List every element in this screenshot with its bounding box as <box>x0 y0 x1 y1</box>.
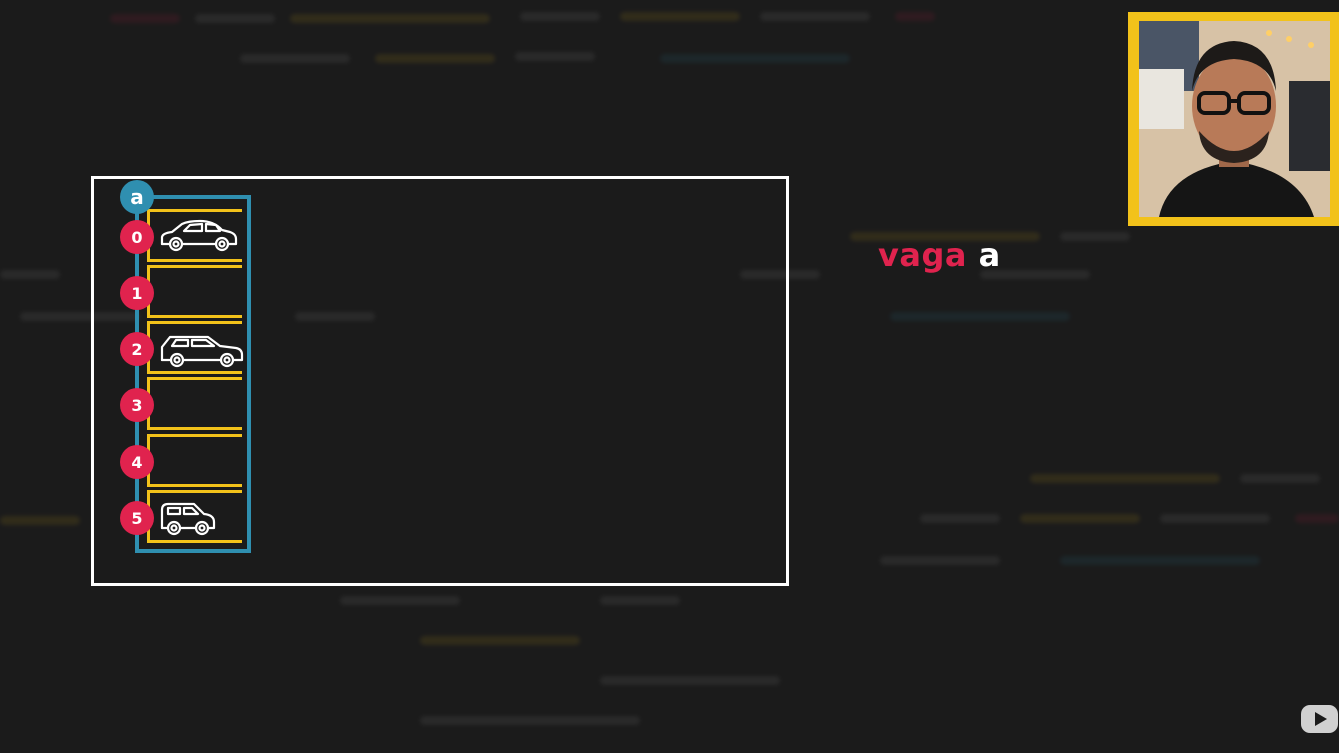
index-badge-0: 0 <box>120 220 154 254</box>
hatchback-car-icon <box>160 502 216 536</box>
caption-variable: a <box>978 236 1001 274</box>
array-container <box>135 195 251 553</box>
array-name-badge: a <box>120 180 154 214</box>
index-badge-3: 3 <box>120 388 154 422</box>
presenter-silhouette <box>1139 21 1330 217</box>
parking-slot <box>147 434 242 487</box>
sedan-car-icon <box>160 219 238 252</box>
index-badge-2: 2 <box>120 332 154 366</box>
index-badge-5: 5 <box>120 501 154 535</box>
parking-slot <box>147 265 242 318</box>
index-badge-1: 1 <box>120 276 154 310</box>
webcam-overlay <box>1128 12 1339 226</box>
parking-slot <box>147 377 242 430</box>
diagram-frame <box>91 176 789 586</box>
youtube-logo-icon <box>1301 705 1338 733</box>
caption: vaga a <box>878 236 1001 274</box>
caption-keyword: vaga <box>878 236 967 274</box>
index-badge-4: 4 <box>120 445 154 479</box>
presenter-video <box>1139 21 1330 217</box>
suv-car-icon <box>160 335 244 368</box>
